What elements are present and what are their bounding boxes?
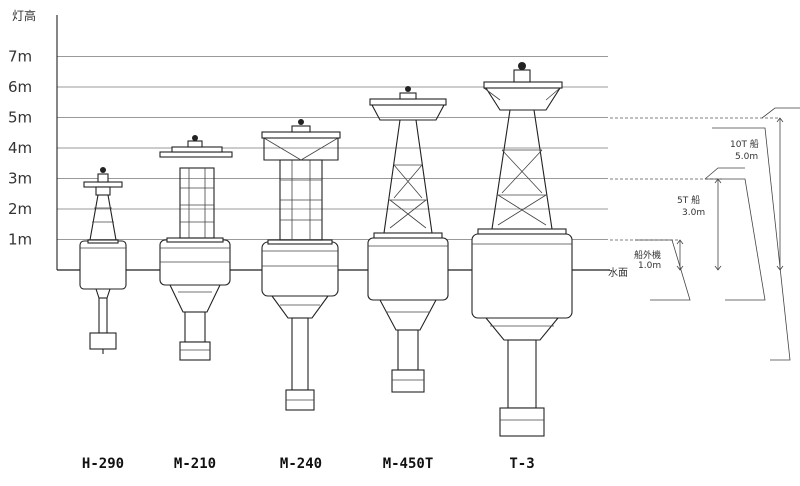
buoy-m-210: M-210 [159, 135, 233, 472]
model-label-m-240: M-240 [280, 456, 322, 472]
model-label-m-210: M-210 [174, 456, 216, 472]
boat-5t-height: 3.0m [682, 208, 705, 218]
boat-5t-outline [705, 178, 766, 301]
buoy-h-290: H-290 [79, 167, 127, 472]
tick-label-7m: 7m [8, 48, 32, 66]
buoy-m-240: M-240 [261, 119, 341, 472]
tick-label-6m: 6m [8, 78, 32, 96]
model-label-t-3: T-3 [509, 456, 534, 472]
boat-outboard-outline [635, 239, 691, 301]
tick-label-2m: 2m [8, 200, 32, 218]
boat-height-reference: 船外機 1.0m 5T 船 3.0m 10T 船 5.0m [610, 107, 800, 361]
boat-10t-name: 10T 船 [730, 138, 759, 150]
tick-label-1m: 1m [8, 231, 32, 249]
height-grid [57, 56, 608, 240]
buoy-t-3: T-3 [471, 62, 573, 472]
buoy-m-450t: M-450T [367, 86, 449, 472]
water-surface-label: 水面 [608, 267, 628, 279]
tick-label-4m: 4m [8, 139, 32, 157]
boat-outboard-height: 1.0m [638, 261, 661, 271]
boat-10t-height: 5.0m [735, 152, 758, 162]
tick-label-3m: 3m [8, 170, 32, 188]
model-label-m-450t: M-450T [383, 456, 434, 472]
boat-outboard-name: 船外機 [634, 249, 661, 261]
height-tick-labels: 1m 2m 3m 4m 5m 6m 7m [8, 48, 32, 249]
tick-label-5m: 5m [8, 109, 32, 127]
model-label-h-290: H-290 [82, 456, 124, 472]
boat-10t-outline [712, 127, 791, 361]
boat-5t-name: 5T 船 [677, 194, 700, 206]
axis-title: 灯高 [12, 8, 36, 23]
